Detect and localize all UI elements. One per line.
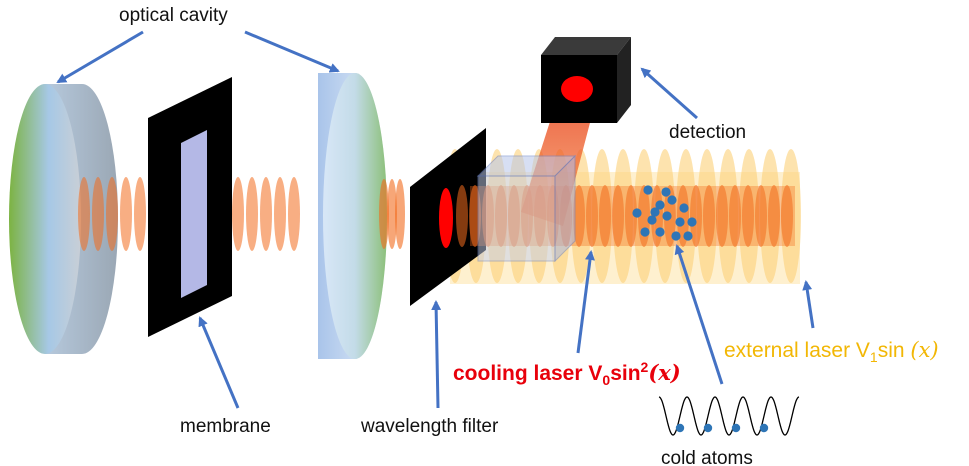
atom-dot-icon <box>731 423 741 433</box>
cavity-wavefront <box>134 177 146 251</box>
arrow-cavity-right <box>244 30 340 73</box>
cooling-wavefront <box>768 185 780 247</box>
cavity-wavefront <box>106 177 118 251</box>
cavity-wavefront <box>92 177 104 251</box>
cooling-wavefront <box>690 185 702 247</box>
label-external-laser: external laser V1sin (x) <box>724 338 939 365</box>
atom-dot-icon <box>650 207 660 217</box>
atom-dot-icon <box>671 231 681 241</box>
atom-dot-icon <box>662 211 672 221</box>
cavity-wavefront <box>78 177 90 251</box>
arrow-filter <box>431 300 442 409</box>
arrow-membrane <box>198 316 240 409</box>
detector-icon <box>541 37 631 123</box>
cooling-wavefront <box>729 185 741 247</box>
cavity-wavefront <box>274 177 286 251</box>
label-optical-cavity: optical cavity <box>119 5 228 26</box>
atom-dot-icon <box>643 185 653 195</box>
cavity-wavefront <box>120 177 132 251</box>
transmitted-beam <box>379 179 405 249</box>
cooling-wavefront <box>781 185 793 247</box>
label-cold-atoms: cold atoms <box>661 448 753 466</box>
arrow-external-laser <box>802 280 815 329</box>
cooling-wavefront <box>742 185 754 247</box>
cooling-wavefront <box>677 185 689 247</box>
membrane-frame <box>148 77 232 337</box>
wavelength-filter-plate <box>410 128 486 306</box>
transmitted-wavefront <box>395 179 405 249</box>
cooling-wavefront <box>755 185 767 247</box>
label-detection: detection <box>669 122 746 143</box>
arrow-cold-atoms <box>674 244 724 385</box>
atom-dot-icon <box>675 217 685 227</box>
cooling-wavefront <box>586 185 598 247</box>
cooling-wavefront <box>573 185 585 247</box>
arrow-detection <box>640 67 698 120</box>
cooling-wavefront <box>599 185 611 247</box>
cavity-wavefront <box>246 177 258 251</box>
atom-dot-icon <box>655 200 665 210</box>
cold-atom-cloud <box>632 185 697 241</box>
label-wavelength-filter: wavelength filter <box>360 416 499 437</box>
beam-splitter-cube <box>476 154 577 263</box>
right-mirror-icon <box>318 73 387 359</box>
cavity-wavefront <box>232 177 244 251</box>
atom-dot-icon <box>683 231 693 241</box>
atom-dot-icon <box>640 227 650 237</box>
arrow-cooling-laser <box>576 250 595 354</box>
atom-dot-icon <box>661 187 671 197</box>
cooling-wavefront <box>625 185 637 247</box>
transmitted-wavefront <box>387 179 397 249</box>
transmitted-wavefront <box>379 179 389 249</box>
atom-dot-icon <box>655 227 665 237</box>
cavity-wavefront <box>288 177 300 251</box>
atom-dot-icon <box>647 215 657 225</box>
atom-dot-icon <box>759 423 769 433</box>
atom-dot-icon <box>687 217 697 227</box>
cooling-wavefront <box>456 185 468 247</box>
arrow-cavity-left <box>56 30 144 84</box>
atom-dot-icon <box>632 208 642 218</box>
cavity-wavefront <box>260 177 272 251</box>
atom-dot-icon <box>703 423 713 433</box>
label-cooling-laser: cooling laser V0sin2(x) <box>453 359 681 388</box>
atom-dot-icon <box>679 203 689 213</box>
cooling-wavefront <box>612 185 624 247</box>
cooling-wavefront <box>716 185 728 247</box>
potential-sketch <box>658 396 800 436</box>
annotation-arrows <box>56 30 815 409</box>
atom-dot-icon <box>675 423 685 433</box>
atom-dot-icon <box>667 195 677 205</box>
label-membrane: membrane <box>180 416 271 437</box>
cooling-wavefront <box>703 185 715 247</box>
